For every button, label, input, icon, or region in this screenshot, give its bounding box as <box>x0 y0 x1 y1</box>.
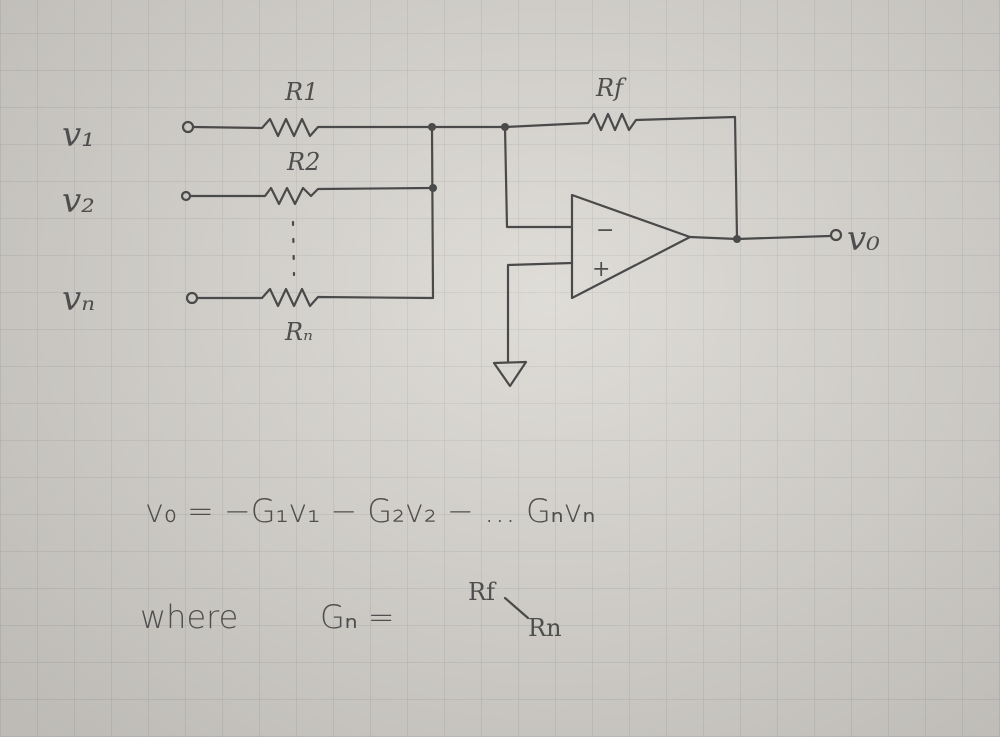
output-wire <box>688 234 832 241</box>
resistor-label-r1: R1 <box>284 78 318 106</box>
input-label-vn: vₙ <box>62 279 95 319</box>
resistor-rn <box>195 287 434 308</box>
output-equation: v₀ = −G₁v₁ − G₂v₂ − … Gₙvₙ <box>145 492 595 530</box>
summing-bus <box>430 125 435 300</box>
continuation-dots <box>291 220 296 277</box>
resistor-r1 <box>191 117 434 138</box>
resistor-r2 <box>188 186 434 206</box>
resistor-label-r2: R2 <box>286 148 320 176</box>
output-label-vo: v₀ <box>847 219 880 259</box>
input-label-v1: v₁ <box>62 115 95 155</box>
input-terminal-v2 <box>180 190 192 202</box>
ground-icon <box>492 360 528 388</box>
input-label-v2: v₂ <box>62 181 95 221</box>
opamp-inverting-sign: − <box>596 218 614 243</box>
output-terminal <box>829 228 843 242</box>
gain-numerator: Rf <box>468 578 497 606</box>
opamp-symbol <box>570 193 692 300</box>
junction-node <box>429 184 437 192</box>
noninverting-input-wire <box>506 261 574 364</box>
inverting-input-wire <box>503 125 574 229</box>
resistor-label-rn: Rₙ <box>284 318 313 346</box>
gain-definition-lhs: Gₙ = <box>320 598 395 636</box>
feedback-resistor-rf <box>430 112 739 240</box>
input-terminal-v1 <box>181 120 195 134</box>
opamp-noninverting-sign: + <box>592 257 610 282</box>
junction-node <box>733 235 741 243</box>
fraction-slash <box>503 596 530 620</box>
resistor-label-rf: Rf <box>595 74 627 102</box>
input-terminal-vn <box>185 291 199 305</box>
where-label: where <box>140 598 238 636</box>
gain-denominator: Rn <box>528 614 562 642</box>
